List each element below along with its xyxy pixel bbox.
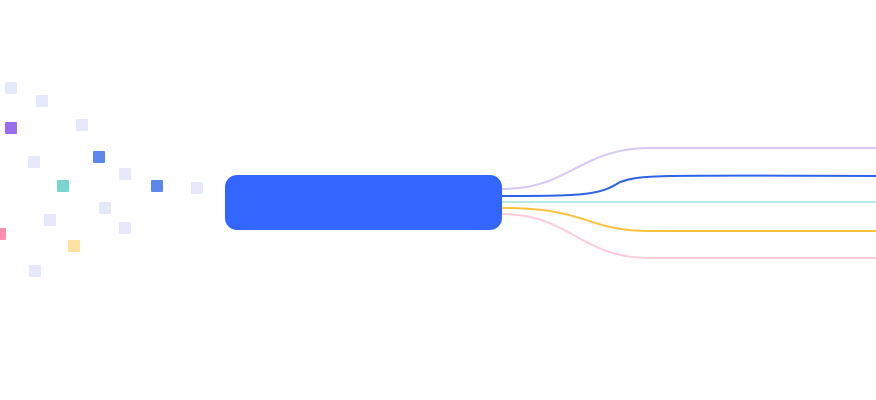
scatter-square bbox=[93, 151, 105, 163]
branch-line bbox=[501, 174, 876, 197]
scatter-square bbox=[28, 156, 40, 168]
scatter-square bbox=[29, 265, 41, 277]
scatter-square bbox=[57, 180, 69, 192]
scatter-square bbox=[76, 119, 88, 131]
scatter-square bbox=[36, 95, 48, 107]
scatter-square bbox=[0, 228, 6, 240]
scatter-square bbox=[119, 168, 131, 180]
scatter-square bbox=[119, 222, 131, 234]
center-node[interactable] bbox=[225, 175, 502, 230]
scatter-square bbox=[5, 122, 17, 134]
scatter-square bbox=[5, 82, 17, 94]
branch-line bbox=[501, 147, 876, 190]
scatter-square bbox=[68, 240, 80, 252]
scatter-square bbox=[191, 182, 203, 194]
scatter-square bbox=[44, 214, 56, 226]
branch-line bbox=[501, 207, 876, 232]
scatter-square bbox=[151, 180, 163, 192]
branch-line bbox=[501, 213, 876, 259]
scatter-square bbox=[99, 202, 111, 214]
